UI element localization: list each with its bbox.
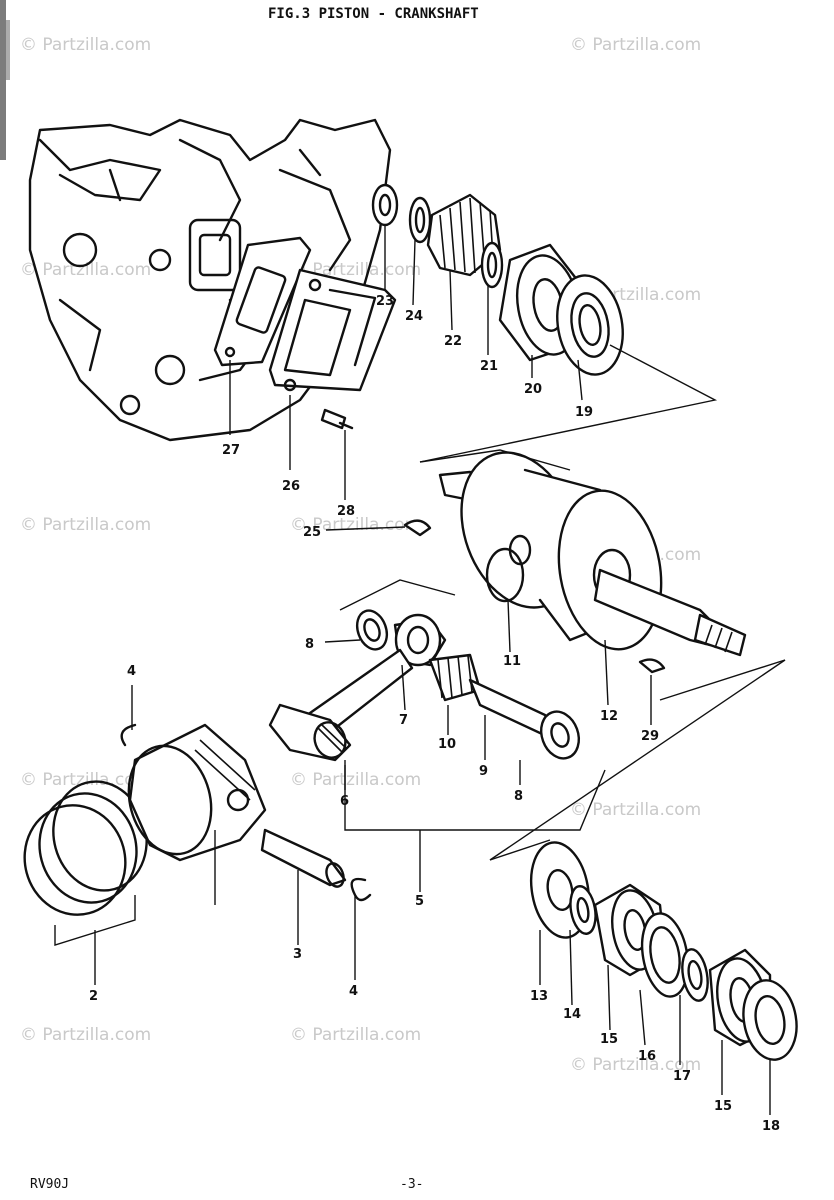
callout-7: 7 [399, 713, 408, 728]
callout-17: 17 [673, 1069, 691, 1084]
callout-4-top: 4 [127, 664, 136, 679]
callout-8-top: 8 [305, 637, 314, 652]
watermark: © Partzilla.com [20, 260, 151, 280]
callout-16: 16 [638, 1049, 656, 1064]
woodruff-key [403, 519, 432, 537]
callout-25: 25 [303, 525, 321, 540]
figure-title: FIG.3 PISTON - CRANKSHAFT [268, 6, 479, 22]
callout-6: 6 [340, 794, 349, 809]
callout-28: 28 [337, 504, 355, 519]
callout-20: 20 [524, 382, 542, 397]
callout-22: 22 [444, 334, 462, 349]
callout-10: 10 [438, 737, 456, 752]
callout-24: 24 [405, 309, 423, 324]
callout-8-bottom: 8 [514, 789, 523, 804]
callout-11: 11 [503, 654, 521, 669]
callout-12: 12 [600, 709, 618, 724]
watermark: © Partzilla.com [570, 800, 701, 820]
screw [320, 408, 354, 430]
assembly-brackets [54, 344, 786, 946]
callout-5: 5 [415, 894, 424, 909]
callouts: 2 3 4 4 5 6 7 8 8 9 10 11 12 13 14 15 15… [89, 294, 780, 1134]
crankshaft [438, 451, 747, 657]
woodruff-key [638, 658, 666, 674]
callout-26: 26 [282, 479, 300, 494]
connecting-rod-assembly [268, 609, 581, 762]
callout-21: 21 [480, 359, 498, 374]
callout-27: 27 [222, 443, 240, 458]
callout-18: 18 [762, 1119, 780, 1134]
crankshaft-gear-assembly [371, 183, 624, 376]
callout-15-left: 15 [600, 1032, 618, 1047]
callout-9: 9 [479, 764, 488, 779]
callout-14: 14 [563, 1007, 581, 1022]
page-number: -3- [400, 1177, 423, 1192]
callout-13: 13 [530, 989, 548, 1004]
watermark: © Partzilla.com [20, 770, 151, 790]
scan-noise [0, 0, 10, 160]
callout-19: 19 [575, 405, 593, 420]
callout-23: 23 [376, 294, 394, 309]
watermarks: © Partzilla.com © Partzilla.com © Partzi… [20, 35, 701, 1075]
watermark: © Partzilla.com [570, 35, 701, 55]
reed-valve-gasket [213, 236, 312, 367]
watermark: © Partzilla.com [290, 770, 421, 790]
leader-lines [94, 225, 771, 1115]
callout-15-right: 15 [714, 1099, 732, 1114]
watermark: © Partzilla.com [20, 35, 151, 55]
callout-29: 29 [641, 729, 659, 744]
callout-3: 3 [293, 947, 302, 962]
watermark: © Partzilla.com [570, 1055, 701, 1075]
right-bearing-stack [529, 841, 798, 1061]
piston-assembly [23, 723, 372, 916]
watermark: © Partzilla.com [290, 1025, 421, 1045]
watermark: © Partzilla.com [20, 515, 151, 535]
watermark: © Partzilla.com [20, 1025, 151, 1045]
callout-2: 2 [89, 989, 98, 1004]
watermark: © Partzilla.com [290, 515, 421, 535]
callout-4-bottom: 4 [349, 984, 358, 999]
model-code: RV90J [30, 1177, 69, 1192]
